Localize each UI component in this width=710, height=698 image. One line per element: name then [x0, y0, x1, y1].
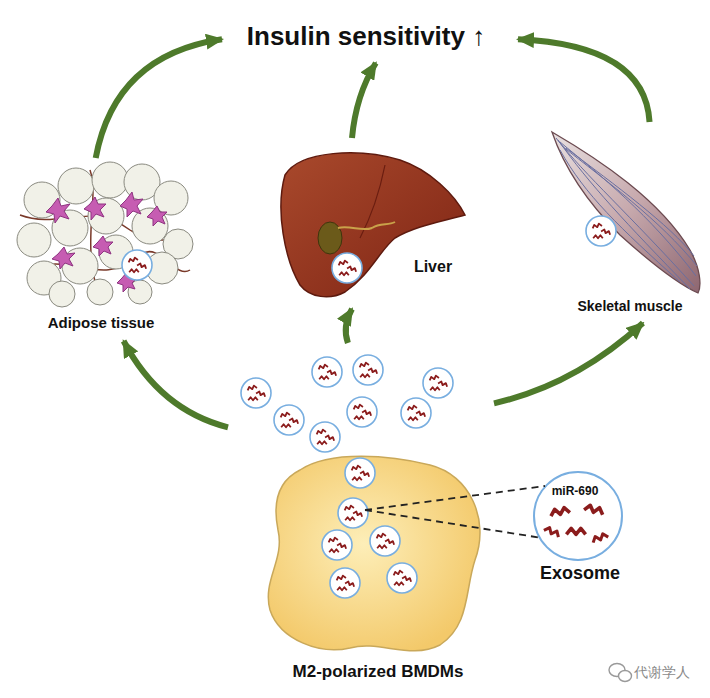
- path-shape: [93, 236, 113, 256]
- use-shape: [347, 397, 377, 427]
- use-shape: [370, 526, 400, 556]
- ellipse-shape: [619, 671, 632, 682]
- exosome-enlarged: [534, 472, 622, 560]
- node-label: Adipose tissue: [48, 314, 155, 331]
- path-shape: [281, 153, 465, 297]
- green-arrow: [96, 39, 222, 158]
- path-shape: [560, 150, 680, 282]
- use-shape: [312, 357, 342, 387]
- liver-illustration: [281, 153, 465, 297]
- muscle-node: Skeletal muscle: [540, 124, 706, 320]
- use-shape: [401, 398, 431, 428]
- green-arrow: [352, 63, 376, 138]
- use-shape: [423, 368, 453, 398]
- circle-shape: [58, 168, 94, 204]
- path-shape: [558, 140, 690, 289]
- outcome-heading: Insulin sensitivity ↑: [225, 14, 515, 60]
- use-shape: [122, 250, 152, 280]
- node-label: Exosome: [540, 563, 620, 584]
- use-shape: [544, 526, 561, 537]
- path-shape: [120, 192, 143, 217]
- path-shape: [52, 247, 75, 269]
- use-shape: [584, 504, 604, 515]
- wechat-icon: [609, 664, 632, 682]
- adipose-illustration: [17, 162, 193, 307]
- use-shape: [586, 216, 616, 246]
- path-shape: [84, 197, 106, 220]
- circle-shape: [534, 472, 622, 560]
- muscle-illustration: [552, 132, 700, 293]
- macrophage-illustration: [241, 355, 480, 651]
- path-shape: [147, 206, 167, 226]
- circle-shape: [49, 281, 75, 307]
- use-shape: [310, 422, 340, 452]
- use-shape: [322, 530, 352, 560]
- green-arrow: [346, 309, 352, 343]
- circle-shape: [92, 162, 128, 198]
- circle-shape: [62, 248, 98, 284]
- path-shape: [338, 222, 395, 229]
- macrophage-node: M2-polarized BMDMs: [230, 345, 492, 688]
- circle-shape: [17, 223, 51, 257]
- use-shape: [332, 253, 362, 283]
- ellipse-shape: [318, 222, 342, 254]
- liver-node: Liver: [272, 140, 472, 306]
- g-shape: [46, 192, 167, 292]
- dashed-zoom-line: [365, 486, 545, 538]
- path-shape: [552, 132, 700, 293]
- green-arrow: [494, 323, 643, 403]
- use-shape: [566, 528, 585, 534]
- node-label: miR-690: [551, 485, 600, 499]
- path-shape: [556, 138, 694, 286]
- node-label: M2-polarized BMDMs: [293, 662, 464, 682]
- green-arrow: [124, 341, 228, 427]
- use-shape: [387, 563, 417, 593]
- adipose-tissue-node: Adipose tissue: [12, 160, 198, 338]
- use-shape: [330, 568, 360, 598]
- path-shape: [566, 148, 694, 256]
- circle-shape: [87, 279, 113, 305]
- exosome-node: miR-690Exosome: [532, 470, 628, 586]
- use-shape: [550, 507, 570, 516]
- use-shape: [338, 498, 368, 528]
- g-shape: [17, 162, 193, 307]
- use-shape: [353, 355, 383, 385]
- watermark: 代谢学人: [634, 664, 690, 682]
- use-shape: [345, 458, 375, 488]
- green-arrow: [518, 39, 650, 122]
- path-shape: [268, 456, 480, 651]
- node-label: Insulin sensitivity ↑: [247, 22, 485, 52]
- g-shape: [556, 138, 697, 289]
- path-shape: [562, 146, 697, 266]
- node-label: Liver: [414, 258, 452, 276]
- node-label: Skeletal muscle: [577, 298, 682, 314]
- use-shape: [591, 532, 608, 542]
- path-shape: [46, 198, 70, 223]
- use-shape: [274, 405, 304, 435]
- use-shape: [241, 378, 271, 408]
- path-shape: [560, 142, 696, 276]
